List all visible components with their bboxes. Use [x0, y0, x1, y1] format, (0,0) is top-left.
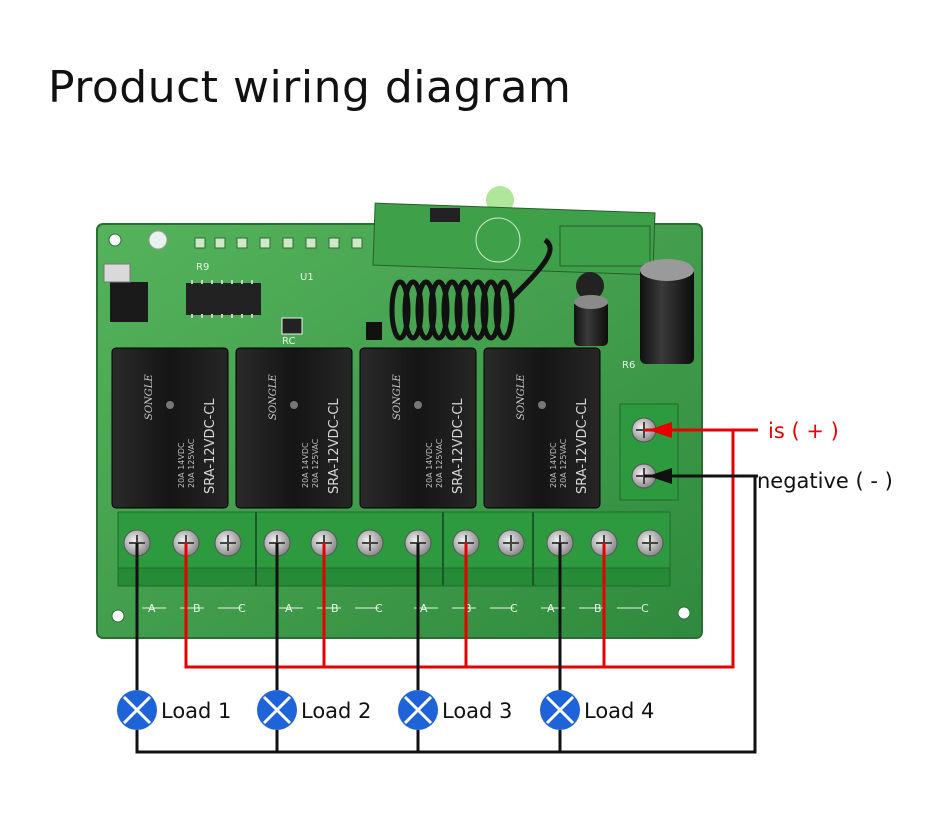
terminal-letter: B [464, 602, 472, 615]
lamp-load-3 [398, 690, 438, 730]
silk-u1: U1 [300, 272, 314, 283]
terminal-letter: A [285, 602, 293, 615]
lamp-load-2 [257, 690, 297, 730]
svg-text:R6: R6 [622, 360, 635, 371]
relay-rating-2: 20A 125VAC [311, 438, 320, 488]
electrolytic-capacitor [640, 264, 694, 364]
positive-label: is ( + ) [768, 419, 839, 443]
load-label-2: Load 2 [301, 699, 371, 723]
lamp-load-1 [117, 690, 157, 730]
led-indicator [148, 230, 168, 250]
terminal-letter: B [193, 602, 201, 615]
positive-arrow-head [648, 422, 672, 438]
terminal-letter: C [238, 602, 246, 615]
relay-rating-1: 20A 14VDC [177, 442, 186, 488]
terminal-letter: A [148, 602, 156, 615]
terminal-letter: A [420, 602, 428, 615]
relay-rating-2: 20A 125VAC [187, 438, 196, 488]
terminal-letter: B [331, 602, 339, 615]
silk-r9: R9 [196, 262, 209, 273]
terminal-letter: C [641, 602, 649, 615]
relay-brand: SONGLE [268, 374, 279, 420]
antenna-coil [389, 237, 553, 341]
relay-rating-2: 20A 125VAC [435, 438, 444, 488]
negative-arrow-head [648, 468, 672, 484]
load-label-1: Load 1 [161, 699, 231, 723]
negative-label: negative ( - ) [757, 469, 893, 493]
relay-brand: SONGLE [392, 374, 403, 420]
diagram-title: Product wiring diagram [48, 62, 572, 113]
silk-rc: RC [282, 336, 295, 347]
terminal-letter: A [547, 602, 555, 615]
relay-model-text: SRA-12VDC-CL [575, 398, 590, 494]
relay-rating-1: 20A 14VDC [425, 442, 434, 488]
relay-brand: SONGLE [144, 374, 155, 420]
relay-brand: SONGLE [516, 374, 527, 420]
small-capacitor [574, 300, 608, 346]
jumper-header [110, 282, 148, 322]
load-label-4: Load 4 [584, 699, 654, 723]
power-terminal-block [619, 403, 679, 501]
load-label-3: Load 3 [442, 699, 512, 723]
pcb-pads [194, 237, 363, 249]
relay-rating-1: 20A 14VDC [549, 442, 558, 488]
relay-rating-1: 20A 14VDC [301, 442, 310, 488]
relay-model-text: SRA-12VDC-CL [203, 398, 218, 494]
rf-module: R6 [372, 186, 694, 371]
output-terminal-strip [117, 511, 671, 587]
terminal-letter: C [510, 602, 518, 615]
relay-model-text: SRA-12VDC-CL [451, 398, 466, 494]
terminal-letter: B [594, 602, 602, 615]
terminal-letter: C [375, 602, 383, 615]
wiring [135, 422, 758, 754]
relay-rating-2: 20A 125VAC [559, 438, 568, 488]
ic-chip [186, 283, 261, 315]
lamp-load-4 [540, 690, 580, 730]
relay-model-text: SRA-12VDC-CL [327, 398, 342, 494]
